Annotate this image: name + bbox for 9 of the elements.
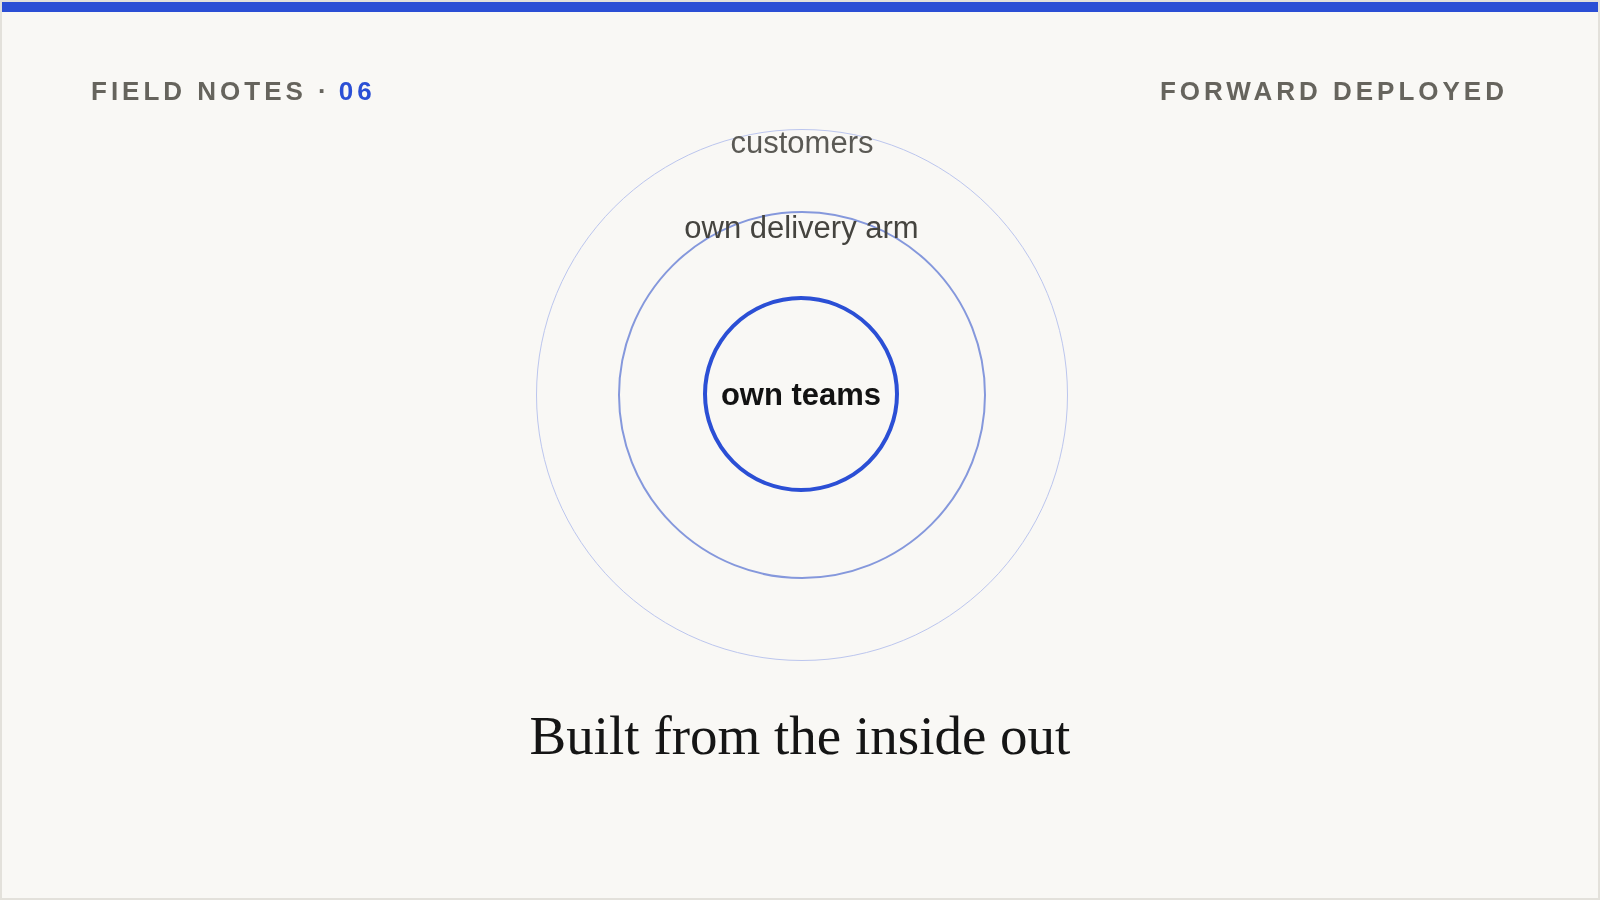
circle-label: own teams [720,378,882,410]
header-label: 06 [338,78,376,104]
middle-circle [617,210,986,579]
header-label: FIELD NOTES · [91,78,331,104]
circle-label: own delivery arm [684,211,919,243]
header-label: FORWARD DEPLOYED [1159,78,1508,104]
inner-circle [703,296,899,492]
slide-title: Built from the inside out [529,704,1071,768]
circle-label: customers [730,127,874,158]
